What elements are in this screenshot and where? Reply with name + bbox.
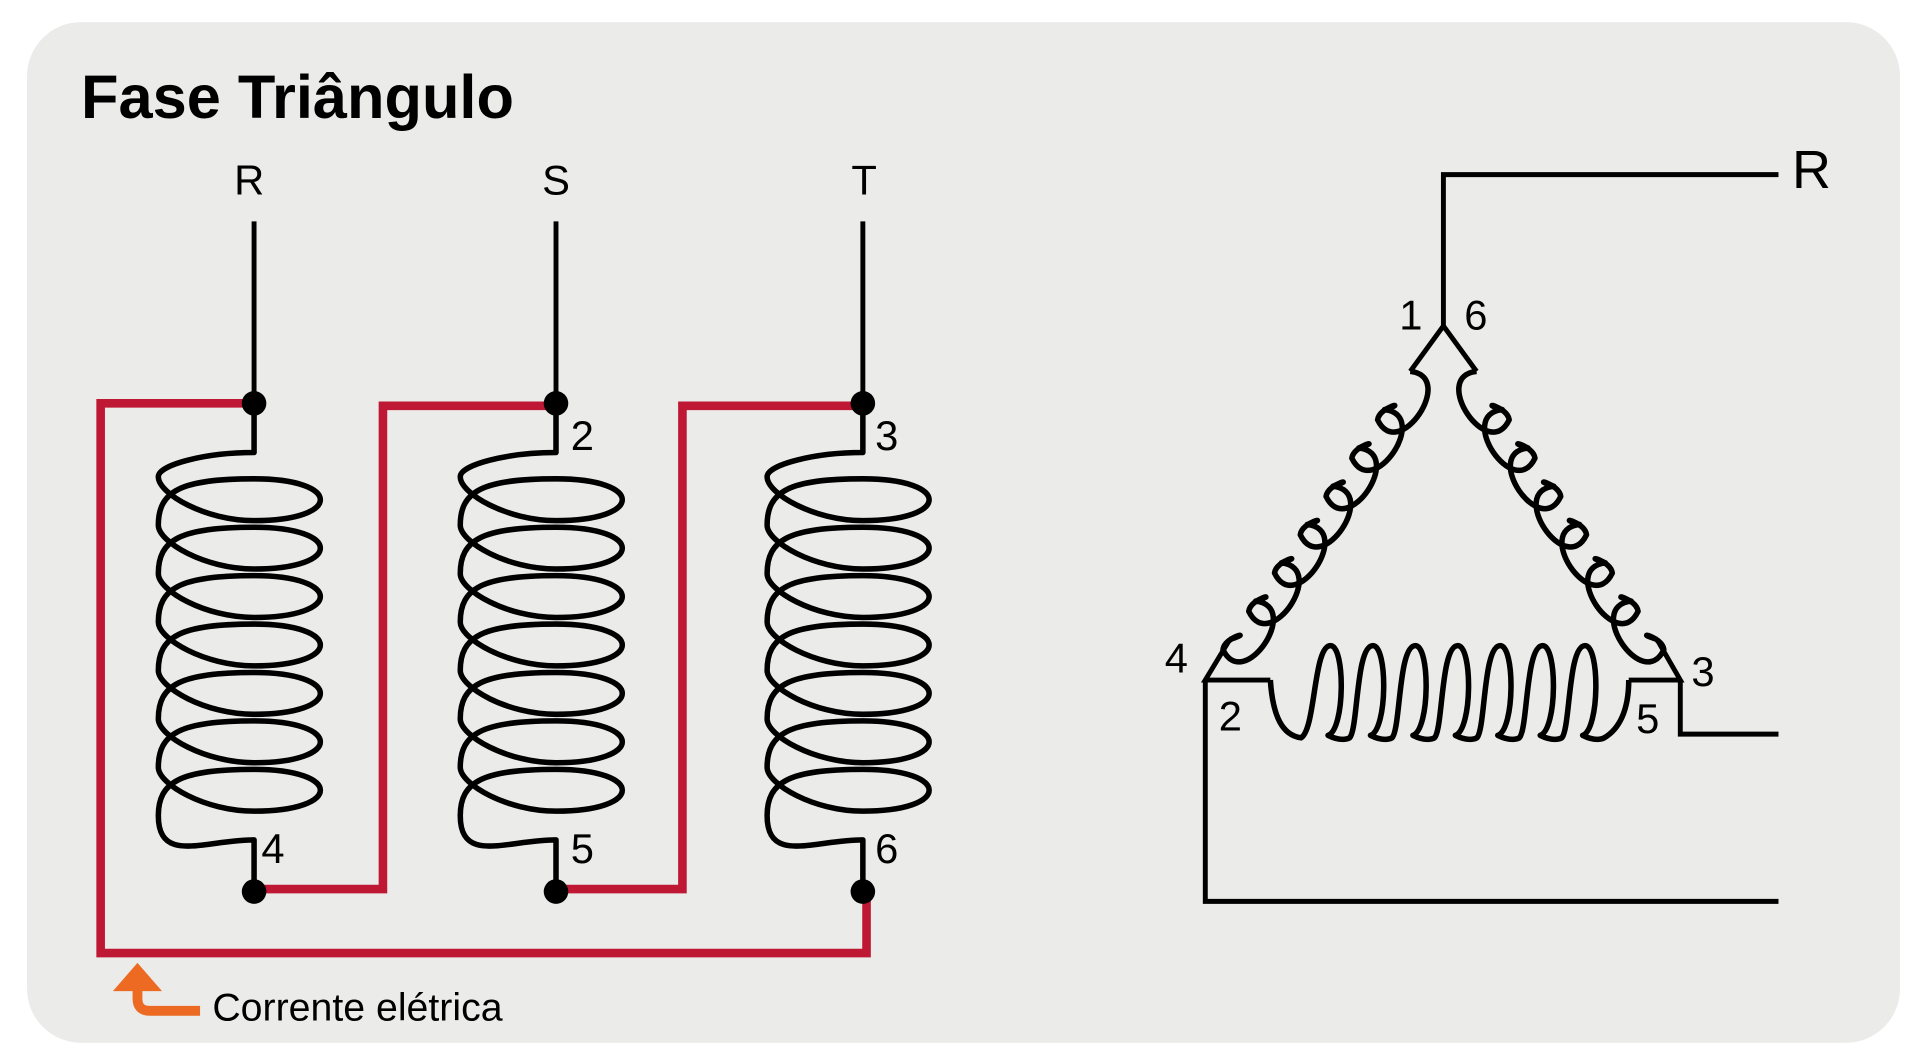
terminal-label-3: 3 xyxy=(875,412,898,459)
legend-label: Corrente elétrica xyxy=(212,986,502,1030)
bottom-return-wire xyxy=(1202,680,1779,904)
coil-delta-bottom xyxy=(1267,642,1632,743)
terminal-label-2-right: 2 xyxy=(1219,692,1242,739)
terminal-label-2: 2 xyxy=(571,412,594,459)
terminal-label-6-right: 6 xyxy=(1464,292,1487,339)
left-diagram: R S T 2 3 4 5 6 xyxy=(96,156,932,958)
right-diagram: R 1 6 4 3 2 5 xyxy=(1165,140,1831,904)
page-title: Fase Triângulo xyxy=(81,63,514,132)
coil-s-winding xyxy=(457,403,625,890)
background-panel xyxy=(27,22,1900,1043)
legend: Corrente elétrica xyxy=(112,962,503,1030)
line-r-wire xyxy=(1440,172,1779,326)
terminal-dot-bottom-r xyxy=(241,879,267,904)
coil-r xyxy=(155,403,323,890)
phase-label-t: T xyxy=(851,156,876,203)
terminal-label-4-right: 4 xyxy=(1165,635,1188,682)
terminal-dot-bottom-t xyxy=(850,879,876,904)
terminal-label-3-right: 3 xyxy=(1691,648,1714,695)
coil-s xyxy=(457,403,625,890)
phase-label-r: R xyxy=(234,156,264,203)
terminal-label-5: 5 xyxy=(571,825,594,872)
phase-label-s: S xyxy=(542,156,570,203)
coil-delta-right-winding xyxy=(1456,368,1667,665)
terminal-label-6: 6 xyxy=(875,825,898,872)
coil-r-winding xyxy=(155,403,323,890)
coil-t xyxy=(764,403,932,890)
coil-delta-left xyxy=(1220,368,1431,665)
arrow-up-icon xyxy=(112,962,201,1016)
terminal-dot-top-r xyxy=(241,391,267,416)
terminal-dot-top-t xyxy=(850,391,876,416)
right-output-wire xyxy=(1677,680,1779,737)
terminal-dot-bottom-s xyxy=(543,879,569,904)
terminal-dot-top-s xyxy=(543,391,569,416)
terminal-label-1: 1 xyxy=(1399,292,1422,339)
current-path xyxy=(96,399,871,958)
terminal-label-5-right: 5 xyxy=(1636,695,1659,742)
terminal-label-4: 4 xyxy=(261,825,284,872)
apex-wire xyxy=(1408,321,1479,373)
coil-delta-right xyxy=(1456,368,1667,665)
coil-t-winding xyxy=(764,403,932,890)
coil-delta-left-winding xyxy=(1220,368,1431,665)
line-label-r: R xyxy=(1792,140,1831,200)
coil-delta-bottom-winding xyxy=(1267,642,1632,743)
